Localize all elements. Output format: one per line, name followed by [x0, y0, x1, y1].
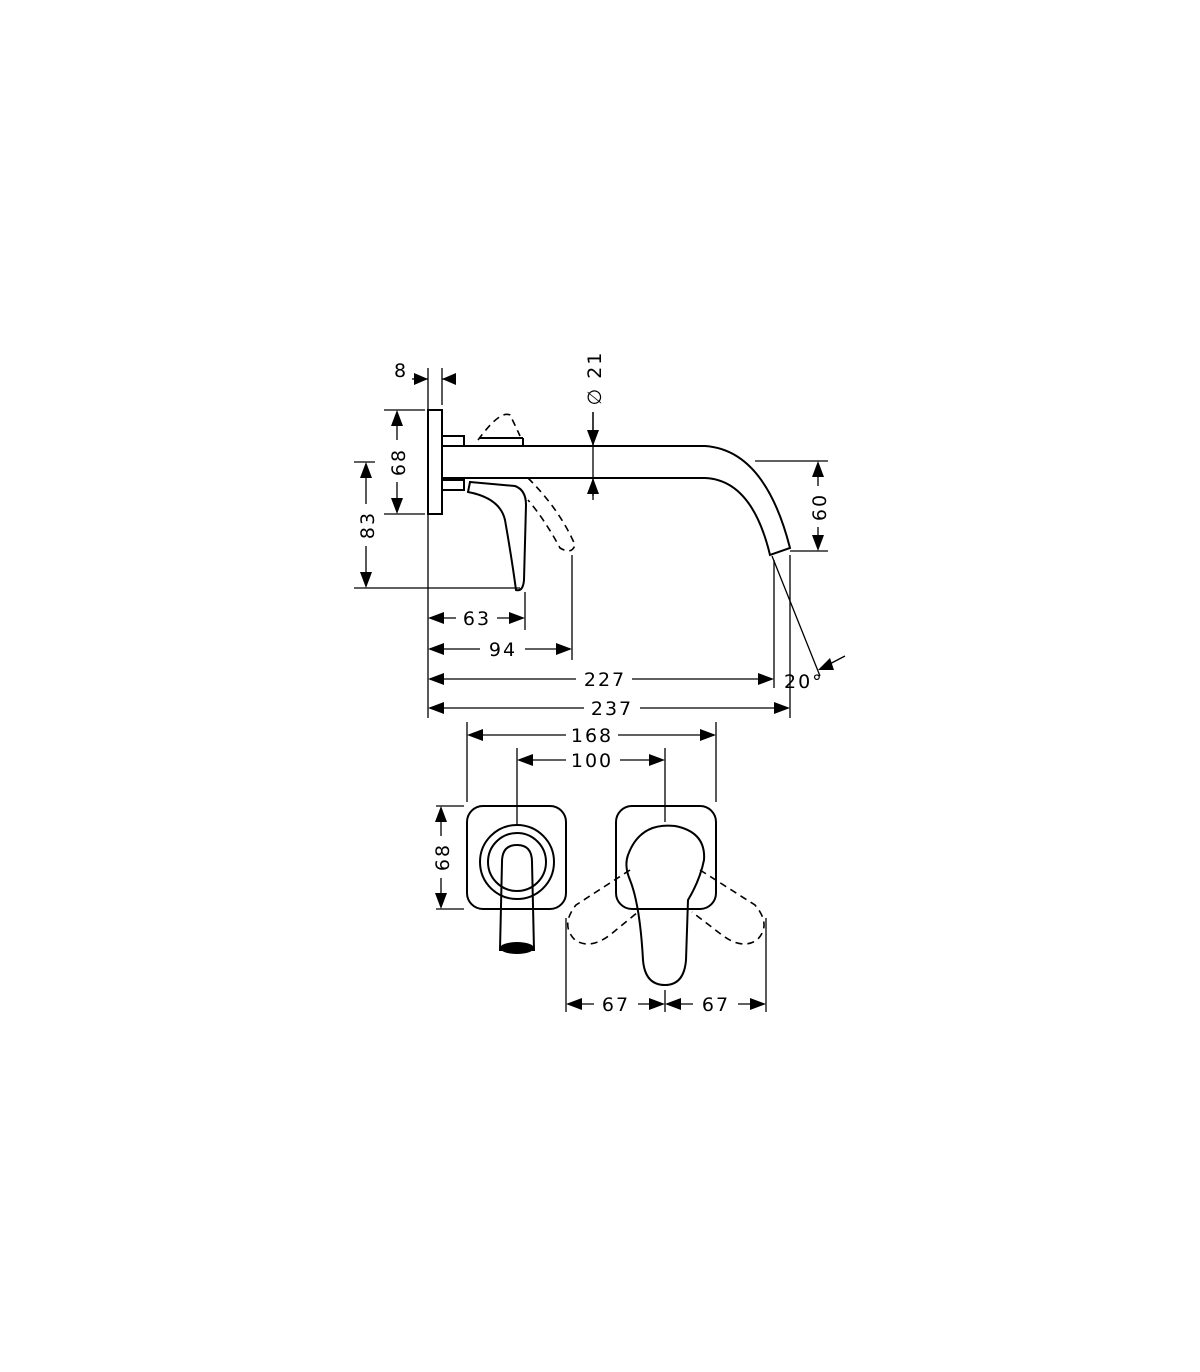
- lever-swing-right-front: [691, 869, 765, 945]
- dim-lever-height: 83: [357, 511, 379, 539]
- arrow: [812, 535, 824, 551]
- dim-flange-thickness: 8: [394, 360, 408, 382]
- arrow: [665, 998, 681, 1010]
- lever-swing-up: [477, 413, 521, 441]
- lever-rosette: [615, 805, 717, 910]
- arrow: [467, 729, 483, 741]
- arrow: [391, 498, 403, 514]
- spout-body: [442, 445, 792, 557]
- arrow: [587, 430, 599, 446]
- spout-ring-outer: [479, 824, 555, 900]
- arrow: [428, 702, 444, 714]
- arrow: [566, 998, 582, 1010]
- dim-overall-projection: 237: [591, 698, 633, 720]
- flange-stub-top: [441, 435, 465, 447]
- lever-side: [466, 480, 528, 592]
- arrow: [435, 893, 447, 909]
- spout-front: [498, 843, 536, 951]
- dim-overall-width: 168: [571, 725, 613, 747]
- dim-plate-height: 68: [432, 843, 454, 871]
- spout-outlet-front: [500, 942, 534, 954]
- arrow: [649, 998, 665, 1010]
- flange-stub-bottom: [441, 479, 465, 491]
- arrow: [435, 806, 447, 822]
- outlet-axis: [771, 555, 821, 677]
- lever-swing-down: [527, 477, 576, 552]
- arrow: [414, 373, 428, 385]
- arrow: [509, 612, 525, 624]
- arrow: [818, 658, 834, 670]
- dim-lever-depth: 63: [463, 608, 491, 630]
- front-view: 168 100 68 67 67: [432, 722, 767, 1016]
- arrow: [774, 702, 790, 714]
- arrow: [428, 673, 444, 685]
- arrow: [812, 461, 824, 477]
- arrow: [556, 643, 572, 655]
- dim-flange-height: 68: [388, 448, 410, 476]
- dim-spout-drop: 60: [809, 493, 831, 521]
- dim-lever-swing-left: 67: [602, 994, 630, 1016]
- arrow: [517, 754, 533, 766]
- arrow: [360, 572, 372, 588]
- arrow: [391, 410, 403, 426]
- arrow: [442, 373, 456, 385]
- arrow: [428, 612, 444, 624]
- side-view: 8 68 83 ∅ 21 60 63: [354, 351, 846, 720]
- dim-center-distance: 100: [571, 750, 613, 772]
- lever-swing-left-front: [566, 869, 639, 945]
- dim-lever-swing-right: 67: [702, 994, 730, 1016]
- arrow: [428, 643, 444, 655]
- lever-front: [625, 824, 706, 987]
- spout-ring-inner: [487, 832, 547, 892]
- arrow: [750, 998, 766, 1010]
- dim-spout-projection: 227: [584, 669, 626, 691]
- dim-spout-diameter: ∅ 21: [584, 351, 606, 406]
- dim-spout-angle: 20°: [784, 671, 824, 693]
- arrow: [360, 462, 372, 478]
- arrow: [758, 673, 774, 685]
- wall-flange: [427, 409, 443, 515]
- dim-lever-swing-depth: 94: [489, 639, 517, 661]
- arrow: [587, 478, 599, 494]
- arrow: [649, 754, 665, 766]
- arrow: [700, 729, 716, 741]
